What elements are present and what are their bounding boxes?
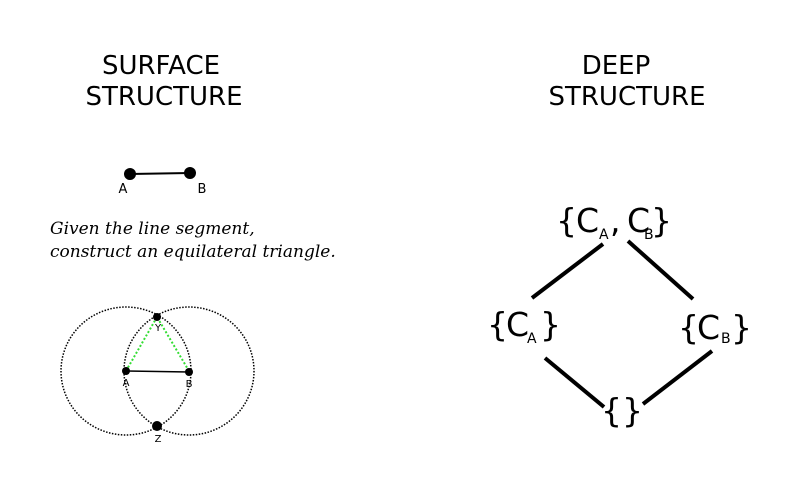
edge-right-bottom (641, 349, 714, 406)
node-top-comma: , (610, 201, 621, 240)
segment-line (129, 172, 191, 175)
node-left-c: C (506, 305, 529, 344)
node-right-open-brace: { (678, 308, 699, 347)
construction-point-y (153, 313, 161, 321)
node-top-open-brace: { (556, 201, 577, 240)
edge-top-left (530, 242, 605, 300)
deep-structure-panel: DEEP STRUCTURE { C A , C B } { C A } (487, 51, 752, 430)
compass-construction: A B Y Z (60, 306, 255, 445)
surface-title-line2: STRUCTURE (85, 82, 242, 112)
lattice-edges (530, 239, 714, 409)
line-segment-ab: A B (119, 167, 207, 197)
node-right: { C B } (678, 308, 752, 347)
construction-label-b: B (186, 379, 193, 390)
triangle-side-by (156, 316, 190, 372)
node-left-close-brace: } (540, 305, 561, 344)
segment-label-b: B (198, 182, 207, 197)
node-left-sub: A (527, 331, 537, 347)
construction-point-a (122, 367, 130, 375)
deep-title-line1: DEEP (582, 51, 651, 81)
construction-segment-ab (125, 370, 190, 373)
node-top: { C A , C B } (556, 201, 672, 243)
node-right-close-brace: } (731, 308, 752, 347)
instruction-line1: Given the line segment, (50, 219, 255, 239)
construction-label-z: Z (155, 434, 162, 445)
edge-left-bottom (543, 356, 606, 409)
edge-top-right (626, 239, 695, 301)
node-top-c2: C (627, 201, 650, 240)
node-left: { C A } (487, 305, 561, 347)
construction-point-z (152, 421, 162, 431)
node-left-open-brace: { (487, 305, 508, 344)
surface-structure-panel: SURFACE STRUCTURE A B Given the line seg… (50, 51, 336, 445)
node-top-close-brace: } (651, 201, 672, 240)
node-top-c1: C (576, 201, 599, 240)
surface-title-line1: SURFACE (102, 51, 220, 81)
instruction-line2: construct an equilateral triangle. (50, 242, 336, 262)
triangle-side-ay (125, 316, 158, 372)
construction-label-a: A (123, 378, 130, 389)
construction-label-y: Y (154, 323, 162, 334)
deep-title-line2: STRUCTURE (548, 82, 705, 112)
segment-point-b (184, 167, 196, 179)
node-right-c: C (697, 308, 720, 347)
segment-label-a: A (119, 182, 128, 197)
construction-point-b (185, 368, 193, 376)
node-top-sub2: B (644, 227, 654, 243)
segment-point-a (124, 168, 136, 180)
node-right-sub: B (721, 331, 731, 347)
node-top-sub1: A (599, 227, 609, 243)
node-bottom-empty-set: {} (601, 391, 643, 430)
